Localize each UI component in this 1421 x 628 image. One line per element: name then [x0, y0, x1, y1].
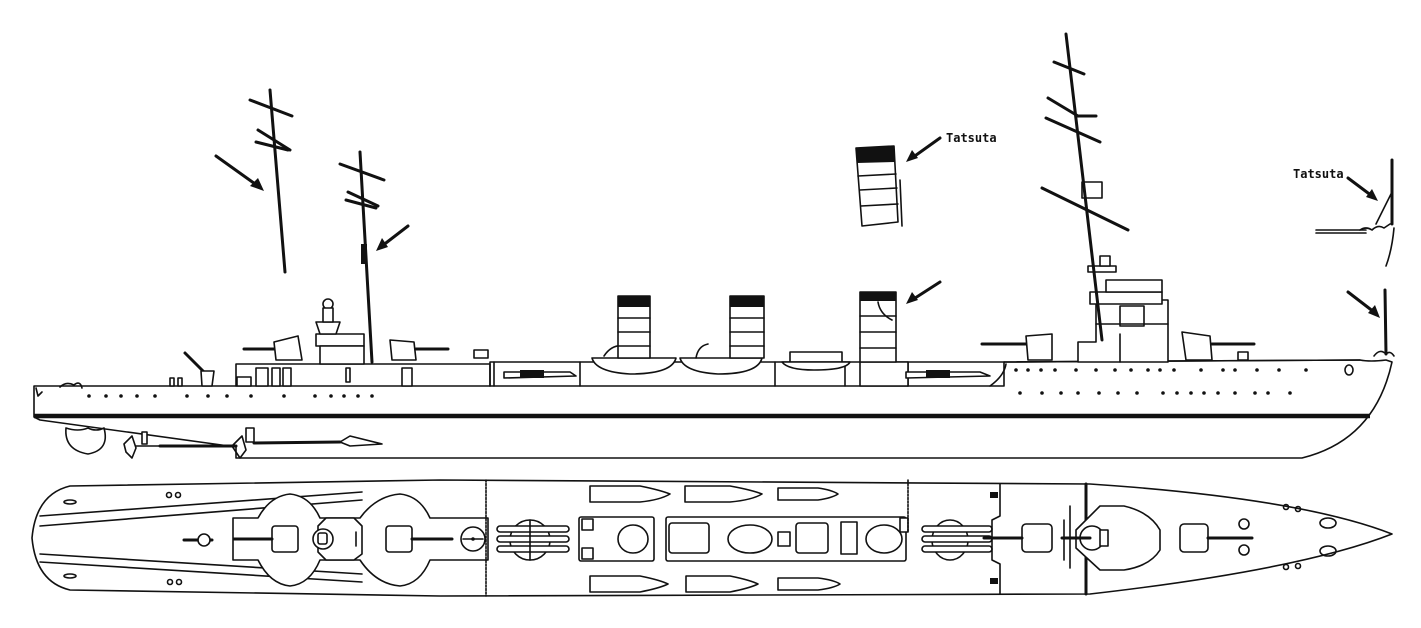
- hull-profile: [33, 359, 1393, 459]
- torpedo-tubes-profile: [503, 363, 1007, 387]
- aft-gun-1: [242, 335, 303, 361]
- forward-gun-2: [1181, 331, 1256, 361]
- bridge: [1077, 181, 1169, 363]
- arrow-icon: [1346, 176, 1378, 201]
- tatsuta-funnel-variant: [855, 145, 903, 227]
- aft-deckhouse-plan: [232, 493, 489, 587]
- forward-gun-1: [980, 333, 1053, 361]
- portholes-aft: [87, 394, 374, 398]
- funnel-2: [729, 295, 765, 359]
- funnel-1: [617, 295, 651, 359]
- annotation-label-tatsuta-bow: Tatsuta: [1293, 167, 1344, 181]
- boats-profile: [591, 343, 851, 375]
- mainmast: [338, 150, 386, 364]
- aft-superstructure: [235, 298, 491, 387]
- torpedo-mount-aft: [496, 519, 570, 561]
- tatsuta-bow-variant: [1315, 158, 1395, 267]
- arrow-icon: [906, 280, 942, 304]
- boats-plan: [589, 485, 841, 593]
- midship-deckhouse-plan: [578, 516, 909, 562]
- rudder-and-shafts: [65, 427, 383, 459]
- torpedo-mount-forward: [921, 519, 993, 561]
- aa-gun-aft: [169, 351, 215, 387]
- arrow-icon: [376, 224, 410, 251]
- plan-view: [31, 479, 1393, 597]
- arrow-icon: [906, 136, 942, 162]
- foremast: [1040, 32, 1130, 342]
- aa-gun-plan: [182, 533, 214, 547]
- annotation-label-tatsuta-funnel: Tatsuta: [946, 131, 997, 145]
- mainmast-variant-left: [248, 88, 294, 274]
- aft-gun-2: [389, 339, 450, 361]
- arrow-icon: [214, 154, 264, 191]
- portholes-forward: [1014, 364, 1354, 395]
- funnel-3: [859, 291, 897, 363]
- forward-deck-plan: [982, 482, 1337, 596]
- profile-view: [33, 32, 1395, 459]
- jack-staff: [1373, 288, 1395, 357]
- arrow-icon: [1346, 290, 1380, 318]
- indicator-arrows: [214, 136, 1380, 318]
